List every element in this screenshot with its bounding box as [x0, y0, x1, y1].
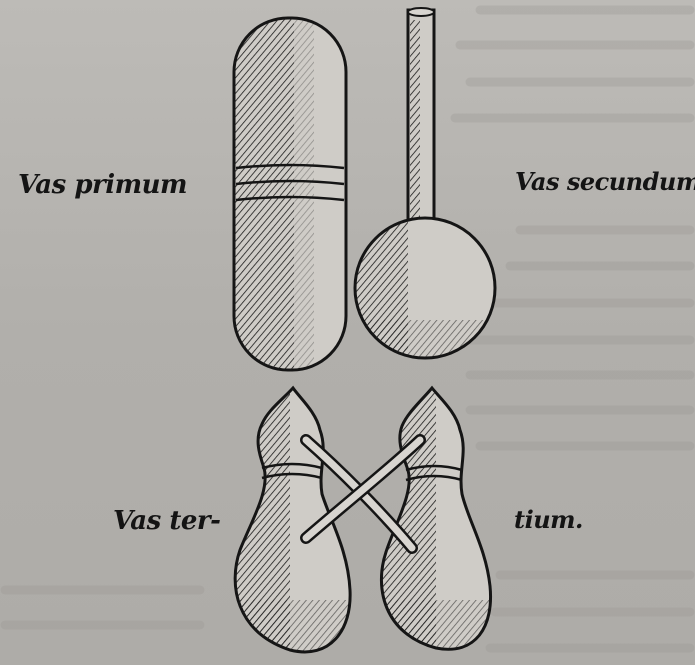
- vessel-second-flask: [352, 8, 495, 365]
- vessel-third-pair: [230, 385, 506, 660]
- caption-vessel-third-left: Vas ter-: [113, 508, 220, 534]
- caption-vessel-third-right: tium.: [514, 508, 583, 532]
- caption-vessel-first: Vas primum: [18, 172, 187, 198]
- vessel-first-capsule: [234, 18, 346, 370]
- caption-vessel-second: Vas secundum: [515, 170, 695, 194]
